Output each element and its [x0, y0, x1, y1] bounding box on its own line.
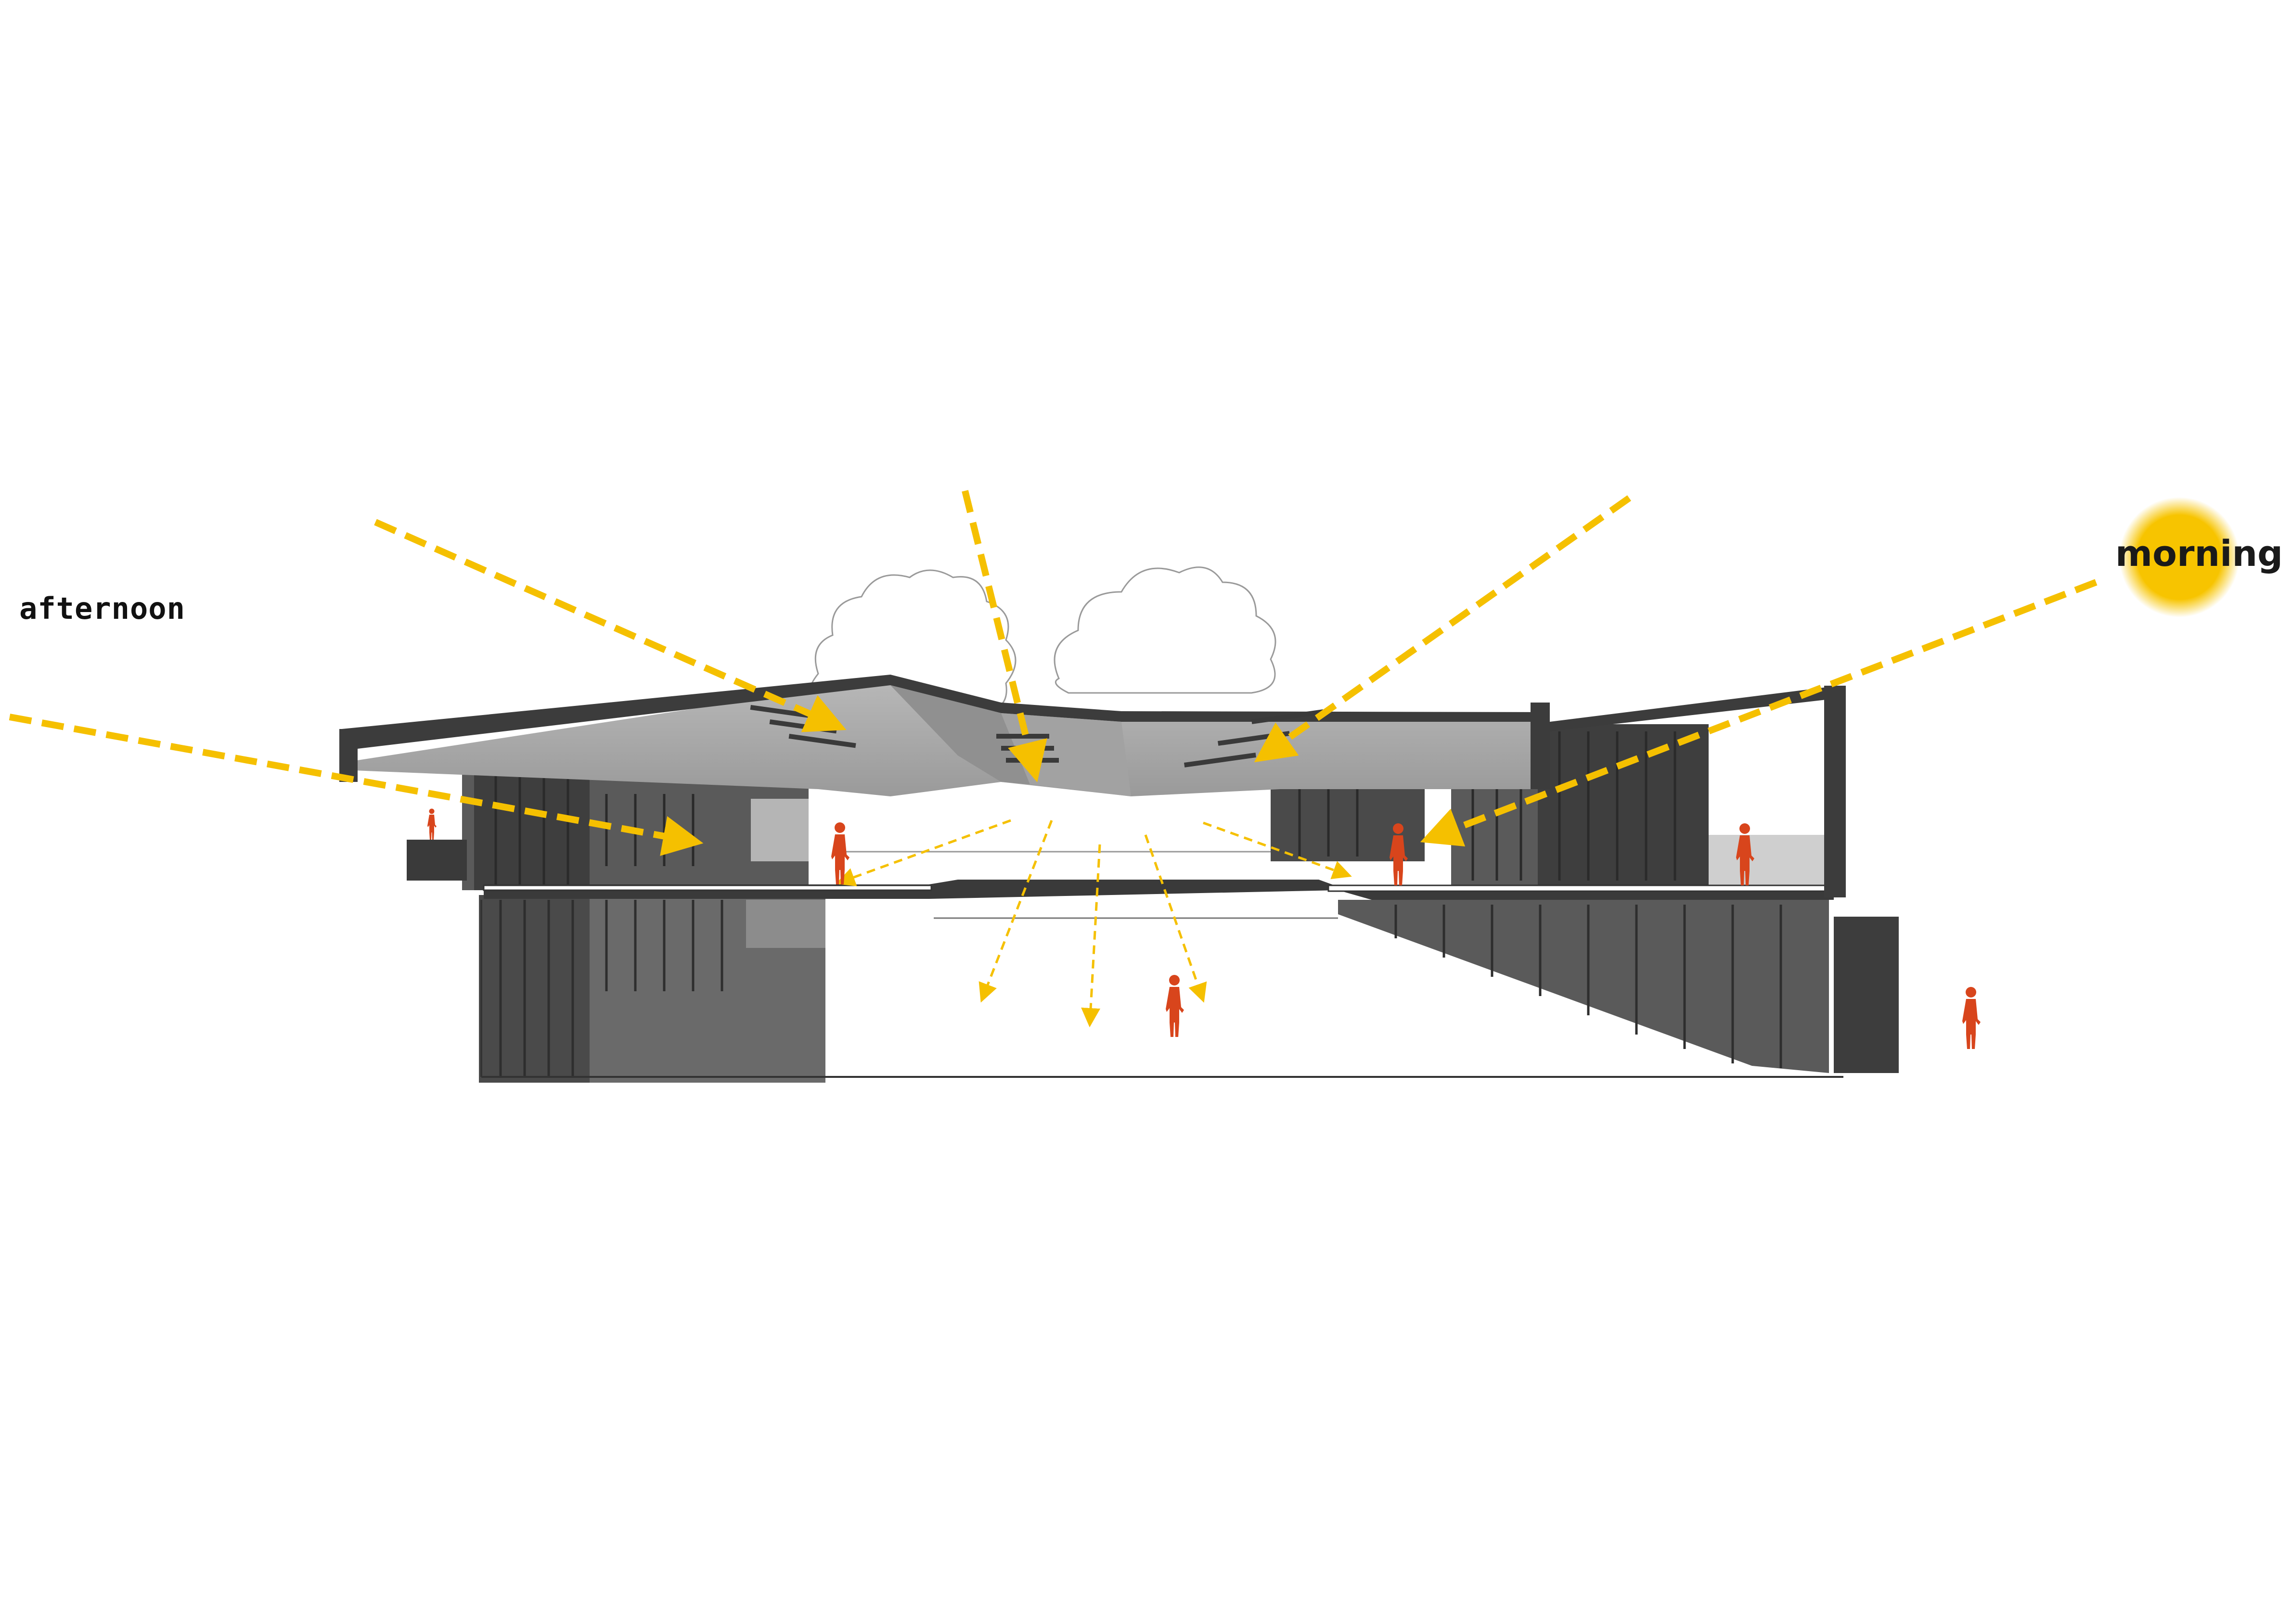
right-building-lower: [1338, 900, 1899, 1073]
sun-rays-primary: [9, 490, 2098, 856]
floor-slabs: [480, 851, 1843, 1078]
person-silhouette-icon: [427, 808, 437, 840]
person-silhouette-icon: [831, 822, 849, 884]
left-building-lower: [479, 895, 825, 1083]
person-silhouette-icon: [1962, 987, 1981, 1049]
morning-label: morning: [2115, 533, 2283, 575]
person-silhouette-icon: [1166, 975, 1184, 1037]
afternoon-label: afternoon: [19, 591, 185, 626]
sun-rays-reflected: [836, 819, 1352, 1027]
sun-icon: [2119, 497, 2240, 617]
tree-icon: [808, 566, 1276, 713]
